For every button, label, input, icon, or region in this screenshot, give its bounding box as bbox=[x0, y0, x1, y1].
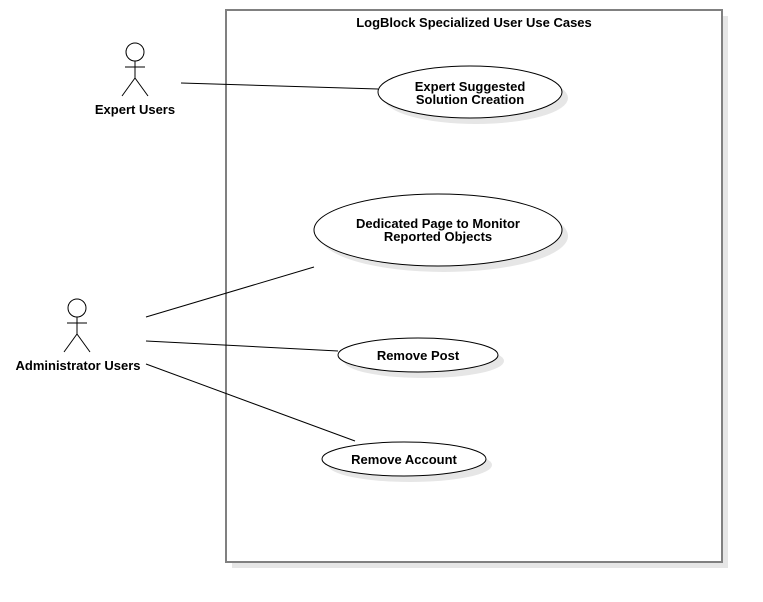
use-case-monitor-reported-objects[interactable]: Dedicated Page to Monitor Reported Objec… bbox=[313, 193, 568, 272]
actor-label: Expert Users bbox=[95, 102, 175, 117]
actor-expert-users[interactable]: Expert Users bbox=[95, 42, 175, 117]
stick-figure-icon bbox=[121, 42, 149, 97]
actor-head bbox=[67, 298, 87, 318]
actor-left-leg bbox=[63, 333, 78, 353]
system-title: LogBlock Specialized User Use Cases bbox=[356, 15, 592, 30]
associations bbox=[145, 82, 379, 442]
actor-right-leg bbox=[76, 333, 91, 353]
use-case-expert-suggested-solution[interactable]: Expert Suggested Solution Creation bbox=[377, 65, 568, 124]
use-case-label-line1: Dedicated Page to Monitor bbox=[356, 216, 520, 231]
use-case-ellipse bbox=[337, 337, 499, 373]
stick-figure-icon bbox=[63, 298, 91, 353]
use-case-label-line2: Solution Creation bbox=[416, 92, 524, 107]
association-expert-solution bbox=[180, 82, 379, 90]
use-case-label-line1: Expert Suggested bbox=[415, 79, 526, 94]
use-case-label: Remove Post bbox=[377, 348, 460, 363]
association-admin-remove-post bbox=[145, 340, 339, 352]
association-admin-remove-account bbox=[145, 363, 356, 442]
actor-right-leg bbox=[134, 77, 149, 97]
use-case-ellipse bbox=[377, 65, 563, 119]
use-case-label: Remove Account bbox=[351, 452, 457, 467]
association-admin-monitor bbox=[145, 266, 315, 318]
actor-label: Administrator Users bbox=[16, 358, 141, 373]
use-case-remove-post[interactable]: Remove Post bbox=[337, 337, 504, 378]
use-case-remove-account[interactable]: Remove Account bbox=[321, 441, 492, 482]
actor-administrator-users[interactable]: Administrator Users bbox=[16, 298, 141, 373]
use-case-label-line2: Reported Objects bbox=[384, 229, 492, 244]
actor-left-leg bbox=[121, 77, 136, 97]
use-case-ellipse bbox=[313, 193, 563, 267]
actor-head bbox=[125, 42, 145, 62]
use-case-ellipse bbox=[321, 441, 487, 477]
